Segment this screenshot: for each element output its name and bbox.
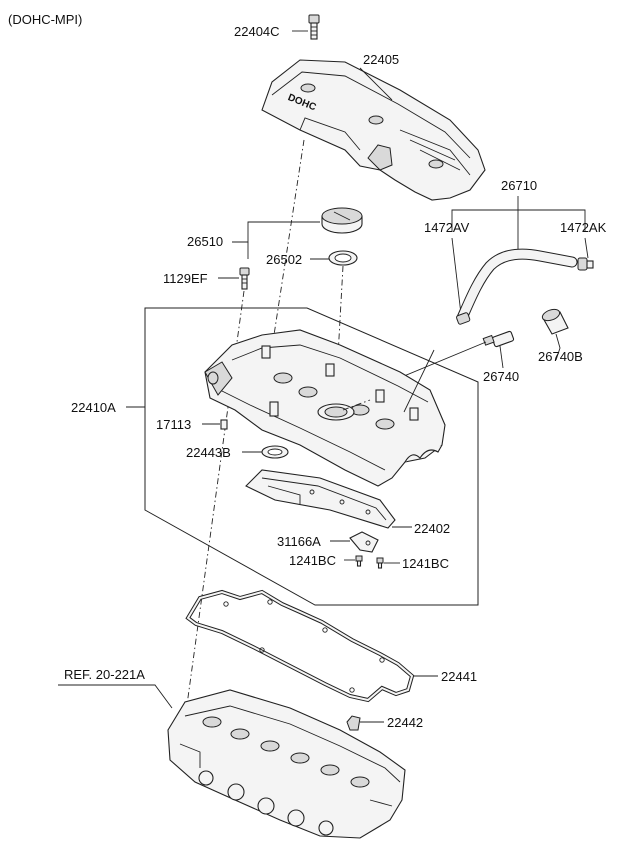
plug-17113 (220, 419, 228, 430)
label-26710: 26710 (501, 178, 537, 193)
bracket-26710 (451, 209, 586, 232)
label-22442: 22442 (387, 715, 423, 730)
cap-gasket-26502 (328, 250, 358, 266)
label-22441: 22441 (441, 669, 477, 684)
axis-pcv (342, 399, 371, 411)
leader-1472AK (584, 237, 589, 259)
label-1241BC-a: 1241BC (289, 553, 336, 568)
label-22404C: 22404C (234, 24, 280, 39)
oil-filler-cap-26510 (321, 207, 363, 234)
axis-cover (271, 139, 305, 349)
bracket-31166A (349, 531, 379, 553)
axis-filler-cap (334, 265, 344, 411)
screw-1241BC-b (376, 557, 384, 569)
label-17113: 17113 (156, 417, 191, 432)
label-31166A: 31166A (277, 534, 321, 549)
leader-26510 (232, 221, 320, 243)
spark-plug-seal-22443B (261, 445, 289, 459)
leader-ref (58, 684, 173, 709)
pcv-hose-26710 (456, 248, 578, 324)
label-1129EF: 1129EF (163, 271, 208, 286)
label-1472AV: 1472AV (424, 220, 470, 235)
grommet-26740B (541, 308, 569, 335)
half-moon-seal-22442 (346, 715, 361, 731)
engine-cover-22405: DOHC (261, 59, 486, 201)
label-1241BC-b: 1241BC (402, 556, 449, 571)
baffle-plate-22402 (245, 469, 396, 529)
cover-gasket-22441 (185, 589, 415, 703)
label-26502: 26502 (266, 252, 302, 267)
label-22443B: 22443B (186, 445, 231, 460)
leader-22405 (359, 67, 393, 101)
label-1472AK: 1472AK (560, 220, 607, 235)
pcv-valve-26740 (482, 330, 515, 348)
leader-1472AV (451, 237, 462, 315)
bolt-22404C (308, 14, 320, 40)
leader-26740B (555, 333, 561, 361)
clamp-1472AK (577, 257, 594, 271)
clamp-1472AV (456, 312, 471, 325)
label-22402: 22402 (414, 521, 450, 536)
assembly-frame (144, 307, 479, 606)
screw-1241BC-a (355, 555, 363, 567)
cylinder-head (167, 689, 406, 839)
label-22410A: 22410A (71, 400, 116, 415)
bolt-1129EF (239, 267, 250, 290)
label-26740: 26740 (483, 369, 519, 384)
leader-26740 (499, 345, 504, 369)
label-26740B: 26740B (538, 349, 583, 364)
label-22405: 22405 (363, 52, 399, 67)
label-ref-cylinder-head: REF. 20-221A (64, 667, 145, 682)
rocker-cover-22410A (204, 329, 446, 487)
leader-hose-to-cover (403, 349, 435, 413)
label-26510: 26510 (187, 234, 223, 249)
variant-header: (DOHC-MPI) (8, 12, 82, 27)
